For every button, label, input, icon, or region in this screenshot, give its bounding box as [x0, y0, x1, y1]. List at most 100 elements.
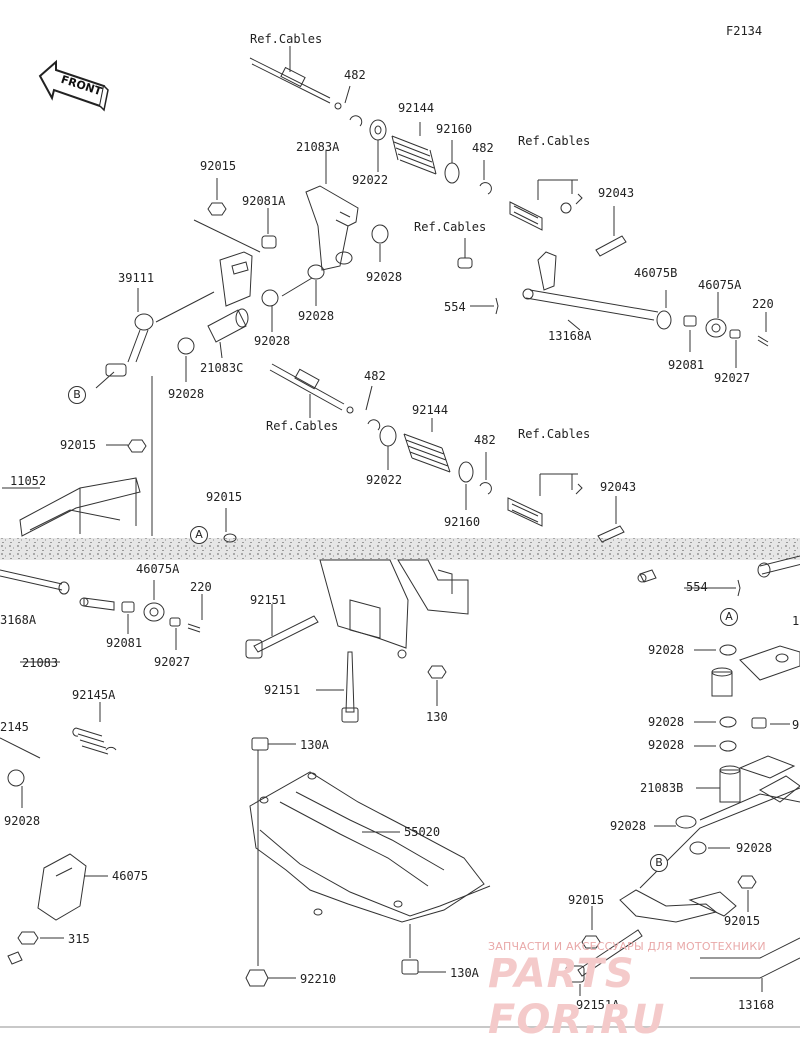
- label-part: 482: [474, 433, 496, 447]
- label-part: 92015: [724, 914, 761, 928]
- label-part: 92144: [398, 101, 435, 115]
- label-part: 220: [752, 297, 774, 311]
- label-part: 92160: [444, 515, 481, 529]
- label-part: 92151A: [576, 998, 620, 1012]
- label-part: 92028: [648, 643, 685, 657]
- bolt-92043-top: [595, 206, 627, 257]
- label-part: 92022: [352, 173, 389, 187]
- shaft-13168a-right: [757, 555, 800, 578]
- label-part: 46075: [112, 869, 149, 883]
- label-part: 92022: [366, 473, 403, 487]
- pivot-bracket: [319, 559, 469, 659]
- label-part: 92028: [168, 387, 205, 401]
- label-part: 92160: [436, 122, 473, 136]
- bolt-130a-top: [251, 737, 296, 770]
- label-part: 130: [426, 710, 448, 724]
- label-part: 92151: [264, 683, 301, 697]
- front-direction-arrow: FRONT: [38, 58, 110, 112]
- clevis-pin-top: [457, 238, 473, 269]
- bolt-92043-mid: [597, 496, 625, 543]
- bracket-b-lower-right: [619, 787, 800, 923]
- label-part: 92015: [200, 159, 237, 173]
- label-part: 92028: [254, 334, 291, 348]
- label-part: 482: [472, 141, 494, 155]
- label-part: 482: [364, 369, 386, 383]
- label-part: 21083A: [296, 140, 340, 154]
- label-part: 92028: [648, 738, 685, 752]
- label-part: 482: [344, 68, 366, 82]
- label-part: 92043: [598, 186, 635, 200]
- watermark: ЗАПЧАСТИ И АКСЕССУАРЫ ДЛЯ МОТОТЕХНИКИ PA…: [488, 940, 788, 1043]
- label-part: 46075A: [698, 278, 742, 292]
- label-part: 315: [68, 932, 90, 946]
- label-ref-cables: Ref.Cables: [250, 32, 323, 46]
- label-part: 92145A: [72, 688, 116, 702]
- upper-cable-rod: [249, 46, 342, 110]
- label-part: 92028: [366, 270, 403, 284]
- label-part: 92081A: [242, 194, 286, 208]
- label-part: 21083C: [200, 361, 244, 375]
- callout-b-left: B: [68, 386, 86, 404]
- shaft-13168a-top: [522, 251, 659, 331]
- spring-92144-top: [391, 135, 437, 175]
- spring-92145a: [72, 702, 117, 755]
- label-part: 39111: [118, 271, 155, 285]
- callout-b-right: B: [650, 854, 668, 872]
- label-part: 92043: [600, 480, 637, 494]
- rod-39111: [95, 251, 253, 389]
- label-part: 92151: [250, 593, 287, 607]
- cable-plate-mid: [507, 473, 583, 527]
- label-ref-cables: Ref.Cables: [414, 220, 487, 234]
- bracket-11052: [19, 477, 141, 537]
- front-arrow-icon: FRONT: [38, 59, 109, 112]
- label-part: 130A: [450, 966, 479, 980]
- label-part: 92028: [298, 309, 335, 323]
- torn-separator-band: [0, 538, 800, 560]
- label-part: 92028: [4, 814, 41, 828]
- label-part: 13168: [738, 998, 775, 1012]
- label-part: 92015: [60, 438, 97, 452]
- lever-21083b: [699, 645, 800, 821]
- bolt-92151-left: [245, 604, 319, 659]
- label-ref-cables: Ref.Cables: [518, 134, 591, 148]
- bolt-92151-vertical: [316, 651, 359, 723]
- label-part: 92210: [300, 972, 337, 986]
- callout-a-right: A: [720, 608, 738, 626]
- skid-plate-55020: [249, 771, 491, 923]
- label-ref-cables: Ref.Cables: [266, 419, 339, 433]
- label-part: 130A: [300, 738, 329, 752]
- callout-a-left: A: [190, 526, 208, 544]
- label-part: 1: [792, 614, 800, 628]
- bolt-130a-bottom: [401, 924, 446, 975]
- label-part: 92027: [714, 371, 751, 385]
- label-part: 9: [792, 718, 800, 732]
- watermark-tagline: ЗАПЧАСТИ И АКСЕССУАРЫ ДЛЯ МОТОТЕХНИКИ: [488, 940, 766, 953]
- label-part: 92015: [206, 490, 243, 504]
- label-part: 92028: [736, 841, 773, 855]
- bottom-edge-noise: [0, 1026, 800, 1028]
- cable-plate-top: [509, 179, 583, 231]
- spring-92144-mid: [403, 433, 451, 473]
- label-part: 2145: [0, 720, 29, 734]
- label-part: 554: [686, 580, 708, 594]
- label-part: 13168A: [548, 329, 592, 343]
- shaft-13168a-bottom: [0, 569, 70, 595]
- label-part: 92027: [154, 655, 191, 669]
- label-part: 11052: [10, 474, 47, 488]
- watermark-logo: PARTS FOR.RU: [488, 951, 666, 1043]
- label-part: 92081: [106, 636, 143, 650]
- bushing-46075a-bottom: [79, 597, 115, 611]
- label-part: 92028: [610, 819, 647, 833]
- label-part: 220: [190, 580, 212, 594]
- label-part: 46075A: [136, 562, 180, 576]
- knob-46075: [37, 853, 108, 921]
- bolt-92151a: [565, 929, 643, 996]
- label-part: 3168A: [0, 613, 37, 627]
- bushing-21083c: [207, 308, 249, 359]
- label-part: 92015: [568, 893, 605, 907]
- diagram-code: F2134: [726, 24, 763, 38]
- middle-cable-rod: [269, 363, 354, 418]
- label-part: 92144: [412, 403, 449, 417]
- label-ref-cables: Ref.Cables: [518, 427, 591, 441]
- label-part: 21083B: [640, 781, 684, 795]
